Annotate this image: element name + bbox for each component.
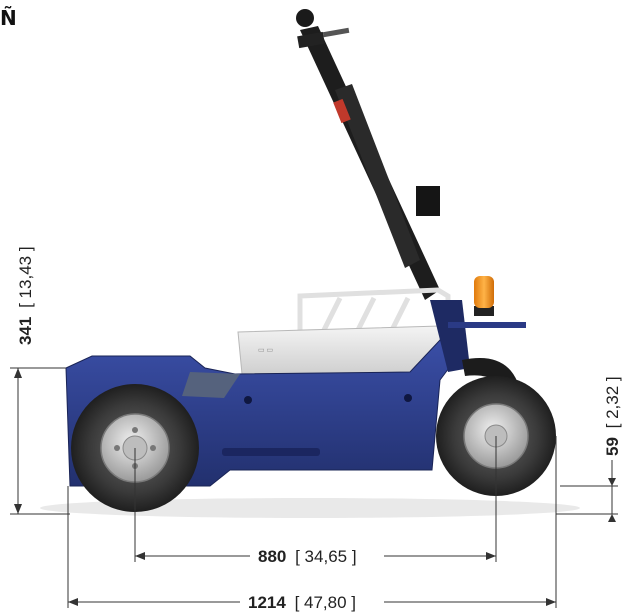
rear-step bbox=[182, 372, 240, 398]
length-label: 1214 [ 47,80 ] bbox=[248, 593, 356, 612]
wheelbase-label: 880 [ 34,65 ] bbox=[258, 547, 357, 566]
ground-shadow bbox=[40, 498, 580, 518]
height-in: [ 13,43 ] bbox=[16, 246, 35, 307]
dimension-lines bbox=[10, 367, 618, 608]
dimension-arrows bbox=[14, 368, 616, 606]
clearance-in: [ 2,32 ] bbox=[603, 376, 622, 428]
beacon-light bbox=[474, 276, 494, 316]
length-in: [ 47,80 ] bbox=[295, 593, 356, 612]
height-mm: 341 bbox=[16, 317, 35, 345]
body-handle bbox=[222, 448, 320, 456]
clearance-label: 59 [ 2,32 ] bbox=[603, 376, 622, 456]
tiller-arm bbox=[296, 9, 440, 300]
corner-glyph: Ñ bbox=[0, 6, 17, 30]
clearance-mm: 59 bbox=[603, 437, 622, 456]
height-label: 341 [ 13,43 ] bbox=[16, 246, 35, 345]
wheelbase-mm: 880 bbox=[258, 547, 286, 566]
panel-label: ▭ ▭ bbox=[258, 347, 273, 354]
length-mm: 1214 bbox=[248, 593, 286, 612]
wheelbase-in: [ 34,65 ] bbox=[295, 547, 356, 566]
